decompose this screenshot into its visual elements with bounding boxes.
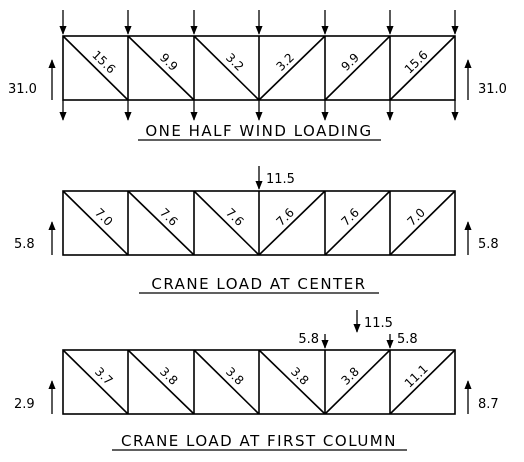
right-reaction-label: 5.8 bbox=[478, 237, 499, 252]
member-force: 11.1 bbox=[402, 362, 431, 391]
member-force: 15.6 bbox=[89, 48, 118, 77]
member-force: 7.0 bbox=[404, 205, 427, 228]
member-force: 3.8 bbox=[223, 364, 246, 387]
reaction-arrows bbox=[48, 221, 472, 255]
crane-load-arrows bbox=[321, 310, 394, 349]
member-force-labels: 15.6 9.9 3.2 3.2 9.9 15.6 bbox=[89, 48, 430, 77]
truss-verticals bbox=[127, 36, 391, 100]
member-force: 7.6 bbox=[338, 205, 361, 228]
crane-load-label: 11.5 bbox=[364, 316, 393, 331]
member-force: 3.2 bbox=[223, 50, 246, 73]
truss-verticals bbox=[127, 350, 391, 414]
right-reaction-label: 31.0 bbox=[478, 82, 507, 97]
left-reaction-label: 31.0 bbox=[8, 82, 37, 97]
crane-load-label: 11.5 bbox=[266, 172, 295, 187]
member-force: 3.7 bbox=[92, 364, 115, 387]
member-force: 3.8 bbox=[288, 364, 311, 387]
truss-diagonals bbox=[62, 349, 456, 415]
crane-load-label: 5.8 bbox=[298, 332, 319, 347]
member-force: 7.6 bbox=[223, 205, 246, 228]
truss-caption: CRANE LOAD AT FIRST COLUMN bbox=[121, 432, 397, 450]
reaction-arrows bbox=[48, 59, 472, 100]
member-force-labels: 7.0 7.6 7.6 7.6 7.6 7.0 bbox=[92, 205, 428, 228]
member-force: 9.9 bbox=[157, 50, 180, 73]
truss-crane-center: 11.5 5.8 5.8 7.0 7.6 7.6 7.6 7.6 7.0 CRA… bbox=[14, 166, 499, 294]
truss-caption: ONE HALF WIND LOADING bbox=[145, 122, 372, 140]
member-force: 7.6 bbox=[157, 205, 180, 228]
member-force: 3.2 bbox=[273, 50, 296, 73]
reaction-arrows bbox=[48, 380, 472, 414]
right-reaction-label: 8.7 bbox=[478, 397, 499, 412]
truss-crane-first-column: 5.8 11.5 5.8 2.9 8.7 3.7 3.8 3.8 3.8 3.8… bbox=[14, 310, 499, 451]
member-force: 9.9 bbox=[338, 50, 361, 73]
crane-load-label: 5.8 bbox=[397, 332, 418, 347]
truss-diagonals bbox=[62, 35, 456, 101]
truss-verticals bbox=[127, 191, 391, 255]
truss-wind-loading: 31.0 31.0 15.6 9.9 3.2 3.2 9.9 15.6 ONE … bbox=[8, 10, 507, 141]
member-force: 15.6 bbox=[402, 48, 431, 77]
wind-load-arrows-top bbox=[59, 10, 459, 35]
member-force: 7.6 bbox=[273, 205, 296, 228]
truss-diagonals bbox=[62, 190, 456, 256]
member-force: 3.8 bbox=[157, 364, 180, 387]
wind-load-arrows-bottom bbox=[59, 100, 459, 121]
member-force-labels: 3.7 3.8 3.8 3.8 3.8 11.1 bbox=[92, 362, 431, 391]
left-reaction-label: 5.8 bbox=[14, 237, 35, 252]
truss-caption: CRANE LOAD AT CENTER bbox=[151, 275, 366, 293]
member-force: 3.8 bbox=[338, 364, 361, 387]
left-reaction-label: 2.9 bbox=[14, 397, 35, 412]
member-force: 7.0 bbox=[92, 205, 115, 228]
